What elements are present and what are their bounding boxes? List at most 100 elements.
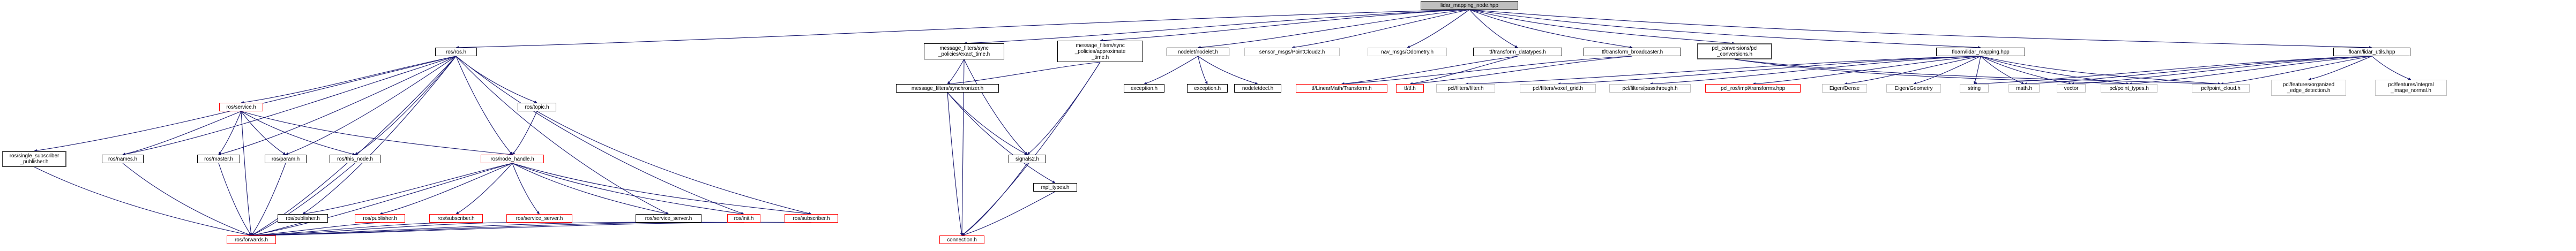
- graph-node[interactable]: ros/service_server.h: [636, 214, 701, 223]
- graph-edge: [218, 163, 252, 236]
- graph-node[interactable]: pcl/point_types.h: [2101, 84, 2157, 93]
- graph-edge: [218, 111, 242, 155]
- graph-edge: [947, 92, 963, 236]
- graph-node[interactable]: mpl_types.h: [1033, 183, 1077, 192]
- graph-node[interactable]: vector: [2057, 84, 2086, 93]
- graph-node[interactable]: Eigen/Dense: [1822, 84, 1867, 93]
- graph-node[interactable]: ros/forwards.h: [227, 235, 276, 244]
- graph-node[interactable]: sensor_msgs/PointCloud2.h: [1244, 48, 1340, 56]
- graph-node[interactable]: ros/publisher.h: [278, 214, 328, 223]
- graph-node[interactable]: pcl/filters/passthrough.h: [1609, 84, 1691, 93]
- graph-edge: [1469, 9, 1633, 49]
- graph-edge: [1980, 56, 2221, 86]
- graph-edge: [964, 59, 1028, 155]
- graph-edge: [122, 56, 457, 156]
- graph-node[interactable]: lidar_mapping_node.hpp: [1421, 1, 1518, 10]
- graph-edge: [2371, 56, 2411, 80]
- graph-node[interactable]: pcl_conversions/pcl _conversions.h: [1697, 43, 1772, 59]
- graph-edge: [251, 222, 812, 237]
- graph-node[interactable]: exception.h: [1124, 84, 1164, 93]
- graph-edge: [1913, 56, 1981, 85]
- graph-edge: [1980, 56, 2130, 86]
- graph-node[interactable]: tf/transform_broadcaster.h: [1584, 48, 1681, 56]
- graph-node[interactable]: pcl_ros/impl/transforms.hpp: [1705, 84, 1801, 93]
- graph-edge: [1198, 56, 1258, 85]
- graph-edge: [1469, 9, 1518, 48]
- graph-edge: [1980, 56, 2025, 85]
- graph-node[interactable]: pcl/filters/voxel_grid.h: [1520, 84, 1596, 93]
- graph-edge: [34, 166, 252, 237]
- graph-node[interactable]: ros/topic.h: [518, 103, 556, 111]
- graph-edge: [1197, 9, 1470, 49]
- graph-edge: [241, 111, 513, 156]
- graph-node[interactable]: ros/service.h: [219, 103, 263, 111]
- graph-edge: [1734, 59, 2130, 86]
- graph-edge: [512, 163, 744, 216]
- graph-node[interactable]: signals2.h: [1009, 155, 1046, 163]
- graph-node[interactable]: message_filters/sync _policies/exact_tim…: [924, 43, 1004, 59]
- graph-edge: [251, 163, 355, 236]
- graph-node[interactable]: Eigen/Geometry: [1886, 84, 1941, 93]
- graph-node[interactable]: ros/master.h: [197, 155, 240, 163]
- graph-edge: [251, 222, 744, 237]
- graph-node[interactable]: pcl/features/organized _edge_detection.h: [2271, 80, 2346, 96]
- graph-node[interactable]: ros/ros.h: [435, 48, 477, 56]
- graph-node[interactable]: pcl/filters/filter.h: [1436, 84, 1495, 93]
- graph-edge: [1469, 9, 1981, 49]
- graph-edge: [456, 56, 744, 215]
- graph-edge: [379, 163, 513, 215]
- graph-node[interactable]: pcl/point_cloud.h: [2192, 84, 2250, 93]
- graph-node[interactable]: message_filters/synchronizer.h: [896, 84, 999, 93]
- graph-node[interactable]: nav_msgs/Odometry.h: [1368, 48, 1447, 56]
- graph-node[interactable]: ros/subscriber.h: [429, 214, 483, 223]
- graph-node[interactable]: ros/param.h: [265, 155, 307, 163]
- graph-edge: [1409, 56, 1633, 86]
- graph-node[interactable]: floam/lidar_utils.hpp: [2333, 48, 2410, 56]
- graph-edge: [456, 56, 669, 215]
- graph-edge: [251, 222, 303, 237]
- graph-node[interactable]: connection.h: [939, 235, 984, 244]
- graph-edge: [1197, 56, 1208, 85]
- graph-node[interactable]: pcl/features/integral _image_normal.h: [2375, 80, 2447, 96]
- graph-edge: [1144, 56, 1198, 85]
- graph-edge: [251, 222, 669, 237]
- graph-node[interactable]: nodeletdecl.h: [1234, 84, 1281, 93]
- graph-node[interactable]: tf/LinearMath/Transform.h: [1296, 84, 1387, 93]
- graph-edge: [122, 111, 242, 156]
- graph-edge: [456, 163, 513, 215]
- graph-edge: [536, 111, 812, 215]
- graph-edge: [241, 56, 457, 104]
- graph-edge: [241, 111, 286, 155]
- graph-edge: [947, 92, 1028, 155]
- graph-edge: [1980, 56, 2072, 85]
- graph-node[interactable]: ros/service_server.h: [506, 214, 572, 223]
- graph-node[interactable]: exception.h: [1187, 84, 1228, 93]
- graph-node[interactable]: tf/transform_datatypes.h: [1473, 48, 1562, 56]
- graph-node[interactable]: ros/this_node.h: [330, 155, 380, 163]
- graph-node[interactable]: floam/lidar_mapping.hpp: [1936, 48, 2025, 56]
- graph-node[interactable]: ros/names.h: [102, 155, 144, 163]
- graph-edge: [512, 111, 537, 155]
- graph-edge: [285, 56, 457, 155]
- graph-edge: [1649, 56, 1981, 86]
- graph-edge: [512, 163, 669, 215]
- graph-node[interactable]: string: [1960, 84, 1989, 93]
- graph-node[interactable]: ros/single_subscriber _publisher.h: [2, 151, 66, 167]
- graph-edge: [947, 59, 965, 85]
- graph-edge: [302, 56, 457, 215]
- graph-edge: [251, 222, 457, 237]
- graph-node[interactable]: nodelet/nodelet.h: [1167, 48, 1229, 56]
- graph-node[interactable]: ros/node_handle.h: [481, 155, 544, 163]
- graph-edge: [251, 222, 380, 237]
- graph-edge: [512, 163, 812, 216]
- graph-node[interactable]: tf/tf.h: [1396, 84, 1424, 93]
- graph-edge: [2308, 56, 2372, 81]
- graph-node[interactable]: math.h: [2008, 84, 2040, 93]
- graph-edge: [1027, 62, 1101, 155]
- graph-node[interactable]: ros/subscriber.h: [785, 214, 838, 223]
- graph-node[interactable]: message_filters/sync _policies/approxima…: [1057, 41, 1143, 62]
- graph-node[interactable]: ros/publisher.h: [355, 214, 405, 223]
- graph-node[interactable]: ros/init.h: [727, 214, 760, 223]
